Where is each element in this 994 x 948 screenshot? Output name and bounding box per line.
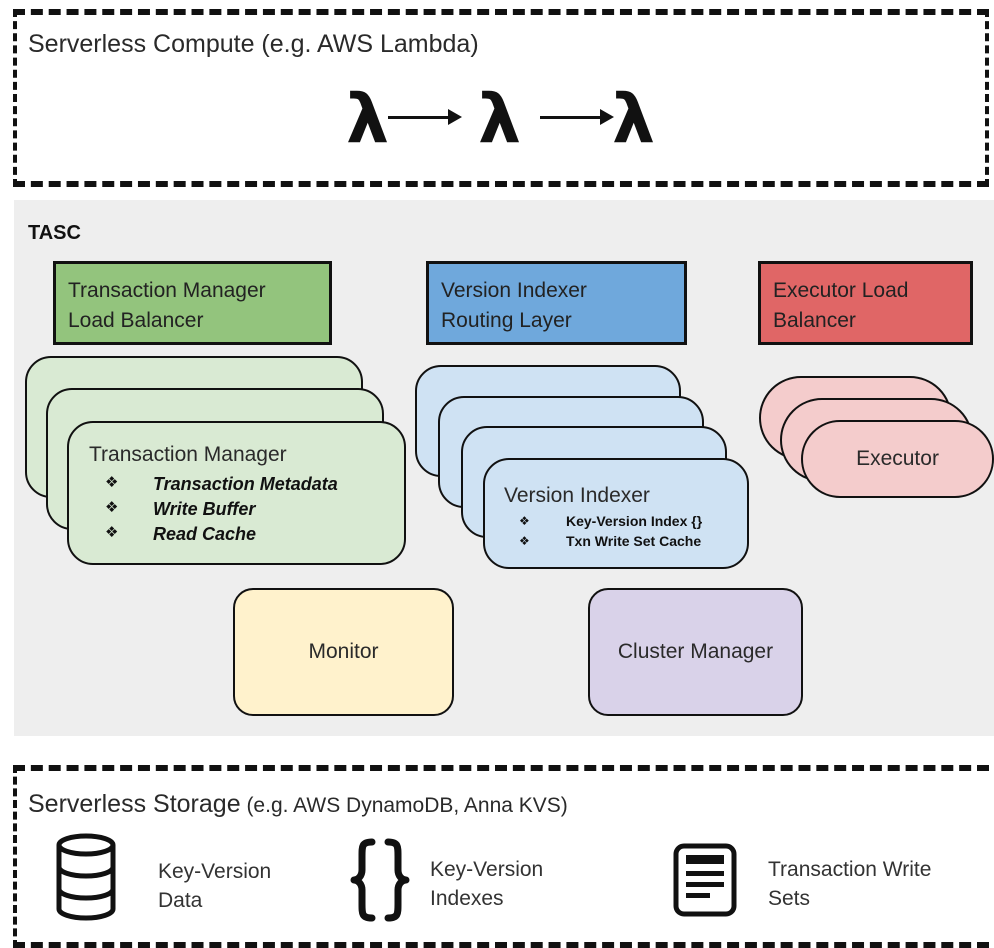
- tm-bullet-diamond-3: ❖: [105, 523, 119, 541]
- tm-bullet-read-cache: Read Cache: [153, 524, 257, 544]
- cluster-manager-box: Cluster Manager: [588, 588, 803, 716]
- transaction-write-sets-line-1: Transaction Write: [768, 858, 932, 881]
- transaction-manager-card: Transaction Manager ❖ Transaction Metada…: [67, 421, 406, 565]
- transaction-write-sets-label: Transaction Write Sets: [768, 855, 931, 913]
- monitor-box: Monitor: [233, 588, 454, 716]
- version-indexer-routing-layer: Version Indexer Routing Layer: [426, 261, 687, 345]
- lambda-icon-3: λ: [612, 80, 656, 159]
- serverless-storage-region: [13, 765, 989, 948]
- key-version-indexes-line-1: Key-Version: [430, 858, 544, 881]
- lambda-icon-2: λ: [478, 80, 522, 159]
- transaction-write-sets-line-2: Sets: [768, 887, 811, 910]
- storage-title: Serverless Storage (e.g. AWS DynamoDB, A…: [28, 790, 568, 819]
- tm-bullet-write-buffer: Write Buffer: [153, 499, 256, 519]
- key-version-data-label: Key-Version Data: [158, 857, 271, 915]
- executor-load-balancer: Executor Load Balancer: [758, 261, 973, 345]
- compute-title: Serverless Compute (e.g. AWS Lambda): [28, 30, 479, 58]
- version-indexer-title: Version Indexer: [504, 484, 650, 507]
- vi-bullet-diamond-1: ❖: [519, 514, 530, 528]
- arrow-1: [388, 109, 462, 125]
- document-icon: [673, 843, 739, 922]
- vi-lb-line-1: Version Indexer: [441, 279, 587, 302]
- cluster-manager-title: Cluster Manager: [617, 640, 774, 663]
- key-version-data-line-2: Data: [158, 889, 203, 912]
- vi-bullet-txn-write-set-cache: Txn Write Set Cache: [566, 533, 702, 549]
- transaction-manager-load-balancer: Transaction Manager Load Balancer: [53, 261, 332, 345]
- tm-lb-line-1: Transaction Manager: [68, 279, 266, 302]
- database-icon: [56, 833, 116, 926]
- executor-card: Executor: [801, 420, 994, 498]
- tm-lb-line-2: Load Balancer: [68, 309, 204, 332]
- tm-bullet-transaction-metadata: Transaction Metadata: [153, 474, 338, 494]
- ex-lb-line-2: Balancer: [773, 309, 856, 332]
- monitor-title: Monitor: [308, 640, 379, 663]
- executor-title: Executor: [856, 447, 939, 470]
- storage-title-sub: (e.g. AWS DynamoDB, Anna KVS): [240, 794, 568, 817]
- vi-lb-line-2: Routing Layer: [441, 309, 572, 332]
- version-indexer-card: Version Indexer ❖ Key-Version Index {} ❖…: [483, 458, 749, 569]
- braces-icon: [350, 838, 410, 927]
- key-version-data-line-1: Key-Version: [158, 860, 272, 883]
- tm-bullet-diamond-1: ❖: [105, 473, 119, 491]
- key-version-indexes-line-2: Indexes: [430, 887, 504, 910]
- transaction-manager-title: Transaction Manager: [89, 443, 287, 466]
- storage-title-main: Serverless Storage: [28, 790, 241, 818]
- tm-bullet-diamond-2: ❖: [105, 498, 119, 516]
- vi-bullet-key-version-index: Key-Version Index {}: [566, 513, 703, 529]
- arrow-2: [540, 109, 614, 125]
- tasc-title: TASC: [28, 222, 81, 244]
- ex-lb-line-1: Executor Load: [773, 279, 909, 302]
- key-version-indexes-label: Key-Version Indexes: [430, 855, 543, 913]
- vi-bullet-diamond-2: ❖: [519, 534, 530, 548]
- serverless-compute-region: [13, 9, 989, 187]
- lambda-icon-1: λ: [346, 80, 390, 159]
